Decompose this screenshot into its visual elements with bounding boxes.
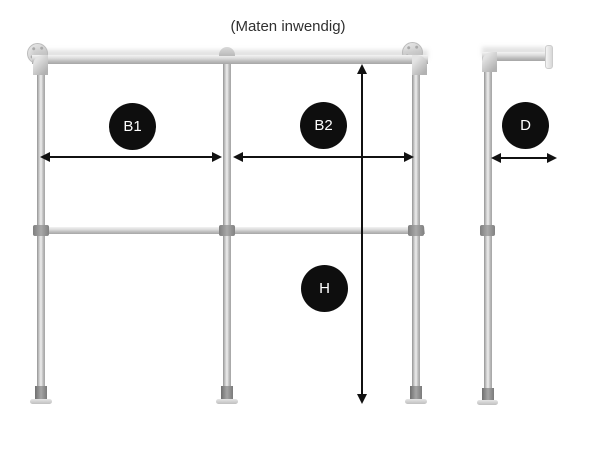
foot-sleeve-middle-icon (221, 386, 233, 401)
side-t-clamp-fitting-icon (480, 225, 495, 236)
arrowhead-right-icon (212, 152, 222, 162)
b1-width-dimension-arrow (40, 151, 222, 163)
t-clamp-fitting-middle-icon (219, 225, 235, 236)
middle-post-cap-icon (219, 47, 235, 56)
elbow-fitting-top-right-icon (412, 55, 427, 75)
b2-label-badge: B2 (300, 102, 347, 149)
side-elbow-fitting-icon (482, 52, 497, 72)
side-top-rail-pipe (482, 52, 546, 61)
b2-width-dimension-arrow (233, 151, 414, 163)
foot-sleeve-left-icon (35, 386, 47, 401)
d-label-text: D (520, 117, 531, 134)
diagram-title: (Maten inwendig) (230, 18, 346, 35)
side-foot-sleeve-icon (482, 388, 494, 402)
foot-sleeve-right-icon (410, 386, 422, 401)
b2-label-text: B2 (314, 117, 333, 134)
arrowhead-right-icon (404, 152, 414, 162)
h-height-dimension-arrow (356, 64, 368, 404)
foot-base-left-icon (30, 399, 52, 404)
arrowhead-down-icon (357, 394, 367, 404)
arrowhead-right-icon (547, 153, 557, 163)
foot-base-middle-icon (216, 399, 238, 404)
h-label-text: H (319, 280, 330, 297)
side-foot-base-icon (477, 400, 498, 405)
b1-label-text: B1 (123, 118, 142, 135)
h-label-badge: H (301, 265, 348, 312)
b1-label-badge: B1 (109, 103, 156, 150)
arrow-line (42, 156, 220, 158)
arrow-line (235, 156, 412, 158)
t-clamp-fitting-left-icon (33, 225, 49, 236)
d-depth-dimension-arrow (491, 152, 557, 164)
arrow-line (361, 66, 363, 402)
side-wall-flange-icon (545, 45, 553, 69)
arrow-line (493, 157, 555, 159)
front-top-rail-pipe (32, 55, 428, 64)
foot-base-right-icon (405, 399, 427, 404)
t-clamp-fitting-right-icon (408, 225, 424, 236)
elbow-fitting-top-left-icon (33, 55, 48, 75)
d-label-badge: D (502, 102, 549, 149)
